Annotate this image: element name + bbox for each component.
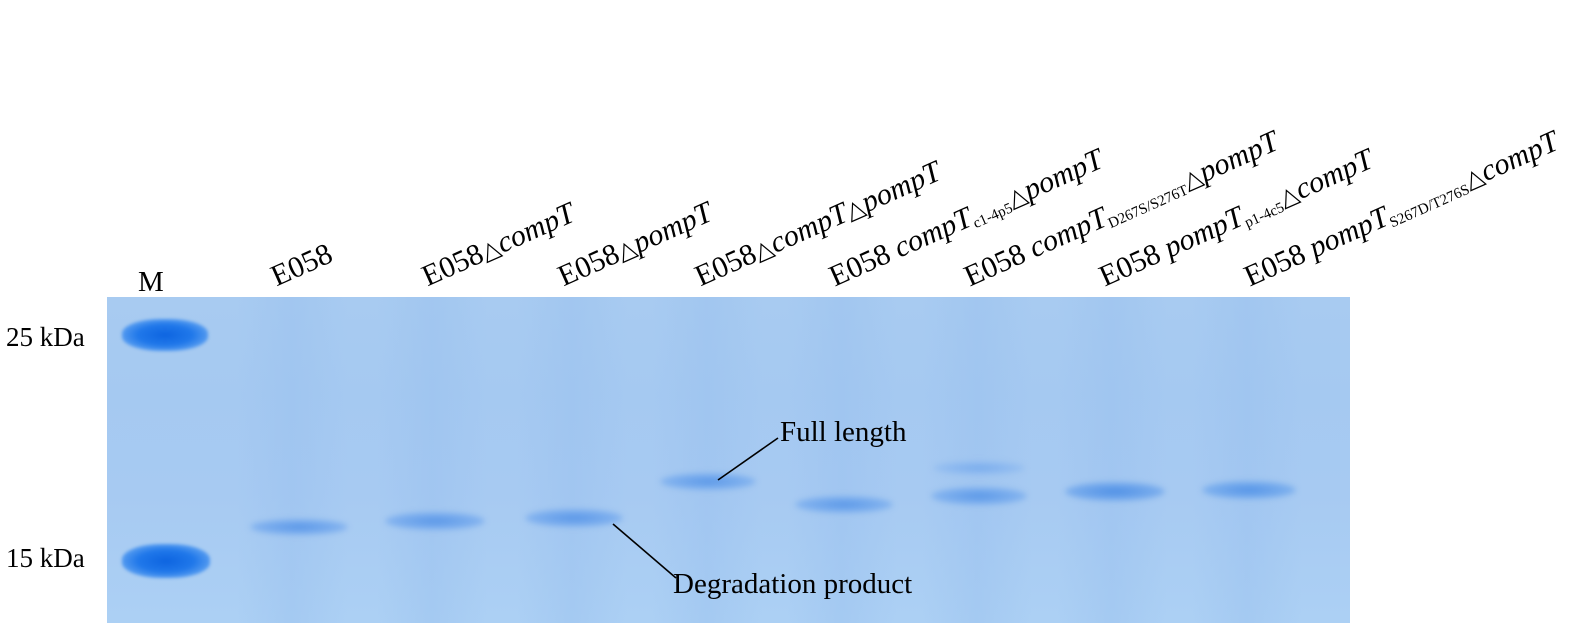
variant-subscript: c1-4p5	[970, 200, 1016, 232]
marker-lane-label: M	[138, 266, 164, 298]
band-lane3-degradation	[525, 509, 623, 527]
variant-subscript: p1-4c5	[1242, 199, 1287, 232]
band-lane5	[795, 496, 893, 513]
gene-name: pompT	[856, 154, 946, 219]
degradation-product-label: Degradation product	[673, 568, 913, 600]
lane-label-prefix: E058	[1239, 234, 1318, 294]
band-lane7	[1065, 482, 1165, 501]
mw-label-15kda: 15 kDa	[6, 543, 85, 573]
lane-label-3: E058△pompT	[553, 195, 718, 293]
marker-band-15kda	[122, 544, 210, 578]
lane-label-prefix: E058	[959, 234, 1038, 294]
band-lane8	[1202, 481, 1296, 499]
gene-name: pompT	[627, 195, 718, 260]
gene-name: pompT	[1303, 200, 1394, 265]
band-lane6-upper	[933, 461, 1025, 475]
lane-label-4: E058△compT△pompT	[690, 154, 946, 293]
band-lane2-degradation	[385, 512, 485, 530]
band-lane6-lower	[931, 487, 1027, 505]
lane-streak	[922, 297, 1032, 623]
lane-streak	[377, 297, 487, 623]
lane-label-prefix: E058	[1094, 234, 1173, 294]
lane-streak	[237, 297, 347, 623]
gel-image	[107, 297, 1350, 623]
full-length-label: Full length	[780, 416, 907, 448]
lane-label-prefix: E058	[265, 237, 338, 293]
gene-name: compT	[491, 196, 580, 260]
lane-label-prefix: E058	[824, 234, 903, 294]
band-lane1-degradation	[250, 519, 348, 535]
variant-subscript: S267D/T276S	[1387, 181, 1473, 232]
lane-streak	[1192, 297, 1302, 623]
lane-label-1: E058	[265, 237, 338, 293]
gene-name: compT	[1023, 200, 1112, 265]
gene-name: compT	[888, 200, 977, 265]
gene-name: pompT	[1158, 200, 1249, 265]
lane-streak	[1057, 297, 1167, 623]
lane-label-2: E058△compT	[417, 196, 580, 293]
band-lane4-full-length	[660, 473, 756, 490]
lane-streak	[787, 297, 897, 623]
mw-label-25kda: 25 kDa	[6, 322, 85, 352]
gene-name: compT	[1475, 124, 1564, 188]
marker-band-25kda	[122, 319, 208, 351]
gene-name: compT	[764, 196, 853, 260]
gene-name: pompT	[1193, 124, 1284, 189]
gene-name: pompT	[1018, 142, 1108, 207]
lane-streak	[517, 297, 627, 623]
gene-name: compT	[1289, 142, 1378, 206]
